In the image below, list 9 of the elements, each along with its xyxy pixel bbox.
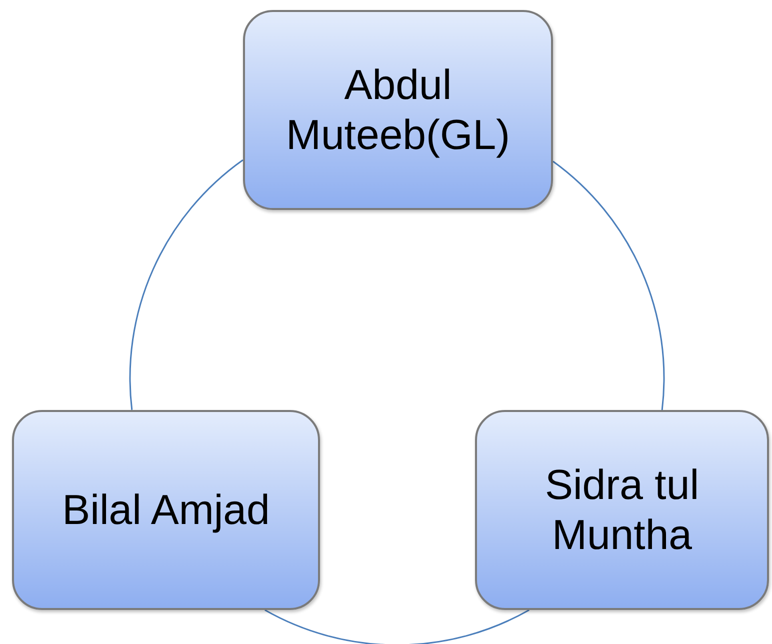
rounded-box (12, 410, 320, 610)
connector-arc (129, 159, 244, 410)
rounded-box (475, 410, 769, 610)
rounded-box (243, 10, 553, 210)
person-name: Abdul Muteeb(GL) (284, 60, 512, 160)
connector-arc (264, 609, 530, 644)
person-name: Bilal Amjad (62, 484, 270, 535)
connector-arc (552, 160, 665, 410)
person-name: Sidra tul Muntha (544, 460, 700, 560)
